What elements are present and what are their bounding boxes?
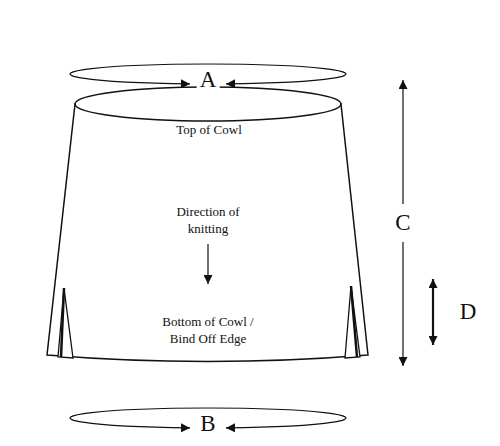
slit-length-arrow xyxy=(432,279,434,345)
side-slit xyxy=(58,288,73,358)
dimension-letter: D xyxy=(457,297,480,327)
height-arrow xyxy=(402,242,403,366)
dimension-letter: A xyxy=(197,65,220,95)
side-slit xyxy=(345,286,360,358)
part-label: Top of Cowl xyxy=(176,122,242,139)
side-slit-edge xyxy=(351,286,357,357)
dimension-letter: B xyxy=(197,409,218,439)
cowl-body xyxy=(47,104,368,362)
dimension-letter: C xyxy=(392,208,413,238)
height-arrow xyxy=(402,80,403,204)
direction-arrow xyxy=(207,244,208,284)
side-slit-edge xyxy=(61,288,64,357)
part-label: Bottom of Cowl / Bind Off Edge xyxy=(152,314,264,348)
note-label: Direction of knitting xyxy=(162,204,254,238)
